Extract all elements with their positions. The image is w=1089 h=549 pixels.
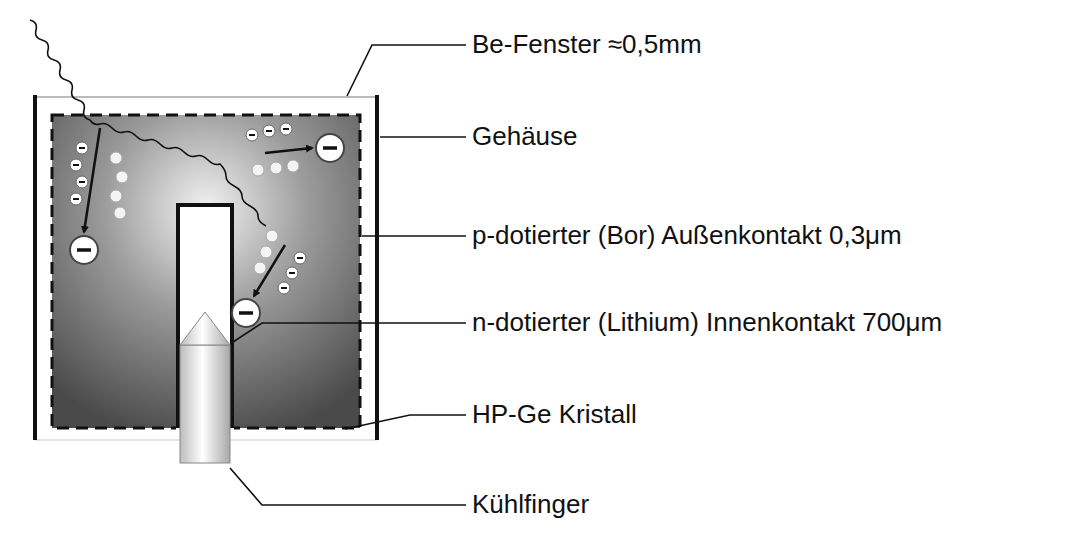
callout-label: Be-Fenster ≈0,5mm — [470, 30, 704, 60]
callout-label: n-dotierter (Lithium) Innenkontakt 700μm — [470, 308, 944, 338]
callout-label: p-dotierter (Bor) Außenkontakt 0,3μm — [470, 221, 904, 251]
callout-label: Gehäuse — [470, 122, 580, 152]
callout-label: HP-Ge Kristall — [470, 400, 639, 430]
callout-label: Kühlfinger — [470, 490, 591, 520]
